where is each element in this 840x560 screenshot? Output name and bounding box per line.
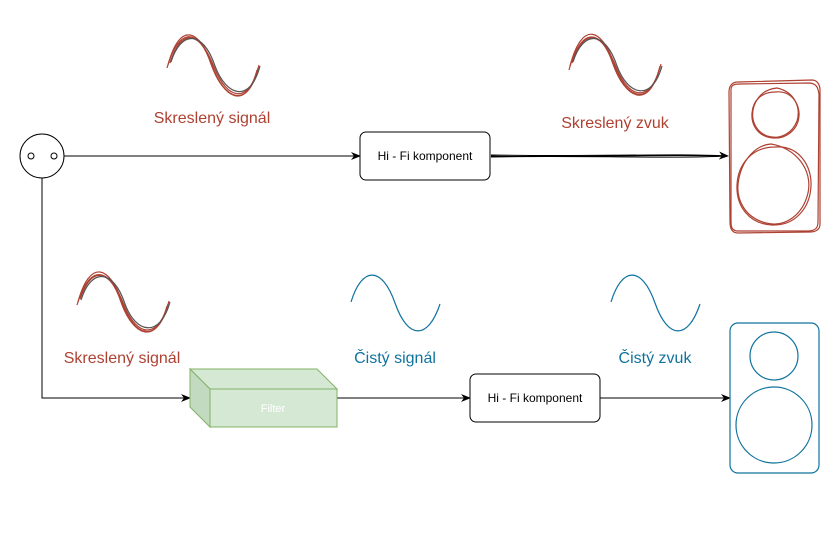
- clean-sound-wave-icon: [610, 274, 701, 332]
- input-distorted-wave-icon: [76, 271, 171, 333]
- top-wave-label: Skreslený signál: [154, 110, 271, 127]
- audio-jack: [19, 133, 65, 179]
- hifi-component-top-label: Hi - Fi komponent: [378, 149, 473, 163]
- bottom-wave-label: Skreslený signál: [64, 350, 181, 367]
- bottom-input-line: [41, 178, 191, 402]
- distorted-wave-icon: [166, 34, 261, 97]
- hifi-component-bottom: Hi - Fi komponent: [469, 373, 601, 423]
- distorted-speaker-icon: [728, 79, 821, 234]
- clean-signal-label: Čistý signál: [354, 348, 436, 367]
- distorted-sound-wave-icon: [568, 33, 663, 96]
- filter-block: Filter: [188, 367, 339, 429]
- hifi-component-top: Hi - Fi komponent: [359, 131, 491, 181]
- clean-signal-wave-icon: [350, 274, 441, 332]
- clean-sound-label: Čistý zvuk: [619, 348, 693, 367]
- clean-speaker-icon: [729, 322, 820, 474]
- top-output-line: [490, 151, 729, 160]
- top-sound-label: Skreslený zvuk: [561, 115, 670, 132]
- filter-label: Filter: [261, 403, 286, 415]
- hifi-component-bottom-label: Hi - Fi komponent: [488, 391, 583, 405]
